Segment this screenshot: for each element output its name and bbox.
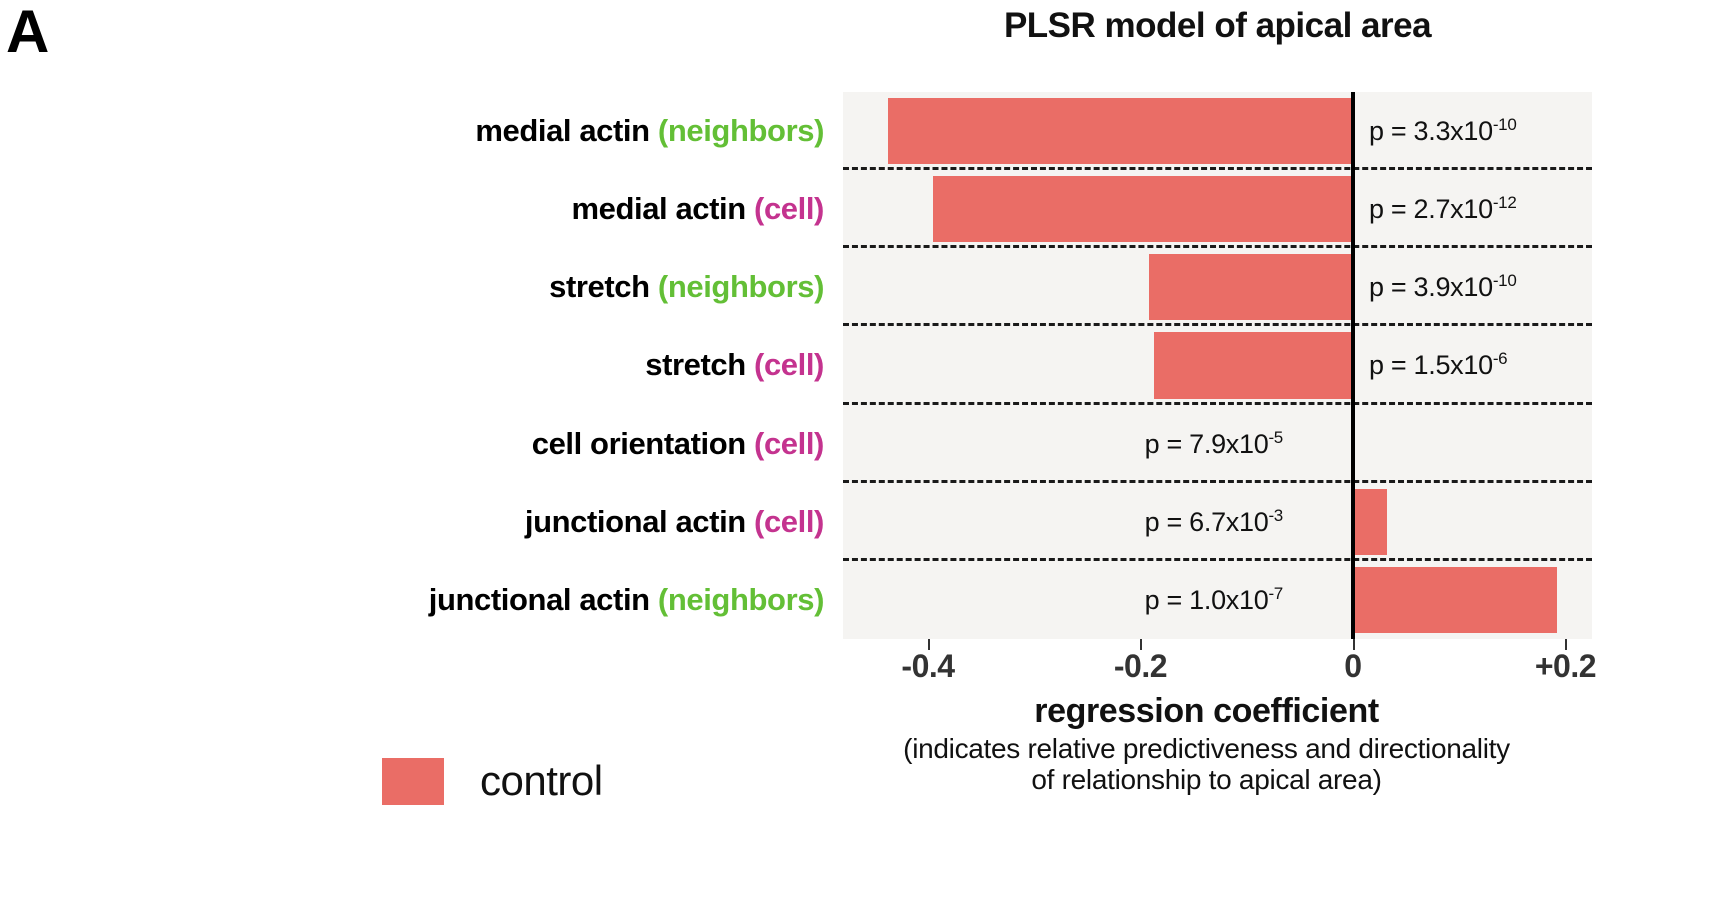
p-value-exponent: -10	[1492, 115, 1517, 135]
category-label-base: junctional actin	[428, 581, 658, 617]
bar-row: p = 6.7x10-3	[843, 483, 1592, 561]
category-label: medial actin (neighbors)	[475, 113, 824, 149]
x-axis-title: regression coefficient	[1034, 692, 1379, 730]
p-value-exponent: -3	[1268, 505, 1283, 525]
row-divider	[843, 401, 1592, 405]
p-value-annotation: p = 2.7x10-12	[1369, 193, 1517, 225]
bar-row: p = 7.9x10-5	[843, 405, 1592, 483]
legend-label-control: control	[480, 757, 603, 804]
category-label-scope: (cell)	[754, 191, 824, 227]
x-axis-label-block: regression coefficient (indicates relati…	[700, 692, 1713, 796]
category-label-base: medial actin	[571, 191, 755, 227]
x-axis-tick-label: +0.2	[1534, 648, 1597, 684]
category-label-row: cell orientation (cell)	[0, 405, 832, 483]
p-value-mantissa: p = 6.7x10	[1144, 506, 1269, 537]
panel-letter: A	[6, 0, 49, 65]
p-value-mantissa: p = 3.9x10	[1368, 272, 1493, 303]
x-axis-tick-label: -0.2	[1113, 648, 1168, 684]
bar	[1148, 254, 1353, 321]
bar-row: p = 3.3x10-10	[843, 92, 1592, 171]
category-label-row: stretch (cell)	[0, 326, 832, 404]
p-value-mantissa: p = 3.3x10	[1368, 116, 1493, 147]
category-label: junctional actin (neighbors)	[428, 581, 825, 618]
p-value-annotation: p = 3.9x10-10	[1369, 271, 1517, 303]
p-value-exponent: -10	[1492, 271, 1517, 291]
bar	[1352, 566, 1557, 633]
bar	[1154, 332, 1353, 399]
p-value-mantissa: p = 2.7x10	[1368, 194, 1493, 225]
category-label-scope: (neighbors)	[657, 113, 824, 149]
p-value-exponent: -5	[1268, 427, 1283, 447]
zero-reference-line	[1350, 92, 1355, 639]
p-value-annotation: p = 6.7x10-3	[1144, 505, 1284, 538]
p-value-exponent: -12	[1492, 193, 1517, 213]
legend-swatch-control	[382, 757, 444, 805]
row-divider	[843, 245, 1592, 249]
category-label-scope: (cell)	[754, 425, 824, 461]
p-value-mantissa: p = 1.5x10	[1368, 350, 1493, 381]
category-label-row: junctional actin (cell)	[0, 483, 832, 561]
bar-row: p = 3.9x10-10	[843, 248, 1592, 327]
p-value-annotation: p = 3.3x10-10	[1369, 115, 1517, 147]
category-label-base: junctional actin	[524, 503, 755, 539]
x-axis-tick-label: 0	[1344, 648, 1362, 684]
x-axis-tick-marks	[843, 639, 1592, 651]
bar-row: p = 1.0x10-7	[843, 561, 1592, 639]
category-label: stretch (neighbors)	[549, 269, 824, 305]
p-value-annotation: p = 1.5x10-6	[1368, 349, 1508, 381]
row-divider	[843, 167, 1592, 171]
p-value-annotation: p = 7.9x10-5	[1144, 427, 1284, 460]
category-label: stretch (cell)	[645, 347, 824, 383]
x-axis-tick	[927, 639, 930, 650]
x-axis-subtitle-line2: of relationship to apical area)	[1031, 764, 1382, 796]
bar	[887, 98, 1353, 165]
category-label: cell orientation (cell)	[531, 425, 825, 462]
x-axis-tick	[1565, 639, 1568, 650]
x-axis-tick	[1140, 639, 1143, 650]
category-label-row: stretch (neighbors)	[0, 248, 832, 326]
x-axis-subtitle-line1: (indicates relative predictiveness and d…	[903, 733, 1510, 764]
category-label-scope: (cell)	[754, 503, 824, 539]
p-value-mantissa: p = 7.9x10	[1144, 428, 1269, 459]
row-divider	[843, 323, 1592, 327]
bar-row: p = 2.7x10-12	[843, 170, 1592, 249]
row-divider	[843, 557, 1592, 561]
x-axis-tick-label: -0.4	[901, 648, 955, 684]
category-label-base: cell orientation	[531, 425, 755, 461]
bar	[933, 176, 1353, 243]
category-label-scope: (cell)	[754, 347, 824, 383]
p-value-annotation: p = 1.0x10-7	[1144, 583, 1284, 616]
category-label: medial actin (cell)	[571, 191, 824, 227]
bar-row: p = 1.5x10-6	[843, 326, 1592, 405]
category-label-base: stretch	[549, 269, 658, 305]
category-label-scope: (neighbors)	[657, 269, 824, 305]
p-value-exponent: -7	[1268, 583, 1283, 603]
x-axis-subtitle: (indicates relative predictiveness and d…	[700, 733, 1713, 796]
category-label: junctional actin (cell)	[524, 503, 825, 540]
category-label-row: medial actin (neighbors)	[0, 92, 832, 170]
category-label-base: medial actin	[475, 113, 658, 149]
category-label-base: stretch	[645, 347, 755, 383]
row-divider	[843, 479, 1592, 483]
legend: control	[382, 757, 603, 805]
p-value-mantissa: p = 1.0x10	[1144, 584, 1269, 615]
category-label-scope: (neighbors)	[657, 581, 824, 617]
category-label-row: junctional actin (neighbors)	[0, 561, 832, 639]
category-axis-labels: medial actin (neighbors)medial actin (ce…	[0, 92, 832, 639]
x-axis-tick	[1352, 639, 1355, 650]
bar	[1352, 488, 1387, 555]
p-value-exponent: -6	[1492, 349, 1508, 369]
category-label-row: medial actin (cell)	[0, 170, 832, 248]
x-axis-tick-labels: -0.4 -0.2 0 +0.2	[843, 648, 1596, 692]
chart-title: PLSR model of apical area	[1003, 6, 1432, 45]
